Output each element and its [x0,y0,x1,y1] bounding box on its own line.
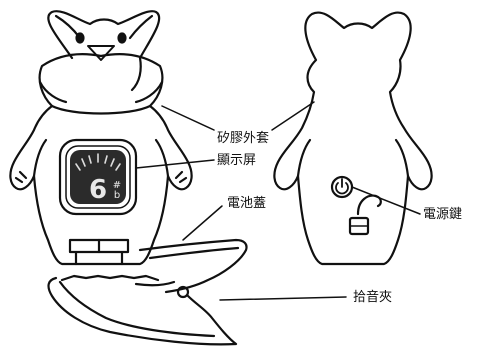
leader-lines [135,101,421,301]
display-sharp: # [113,180,121,191]
leader-silicone-right [271,101,315,131]
label-battery-cover: 電池蓋 [227,196,267,211]
clip-inner-jaw [58,280,216,338]
front-tuner [9,10,193,266]
back-tuner [273,11,433,266]
front-jowl-right [134,80,164,104]
front-paw-left [14,170,28,184]
display-note: 6 [89,175,107,205]
front-muzzle [38,53,164,115]
front-ear-right [128,14,154,40]
clip-lower-jaw [47,276,238,346]
power-icon [335,182,349,195]
clip-assembly [47,238,248,346]
leader-battery [182,205,223,241]
clip-pad-serration [60,274,160,282]
label-power-button: 電源鍵 [423,207,463,222]
label-silicone-case: 矽膠外套 [217,131,270,146]
lanyard-hook [356,194,382,216]
back-arm-right [394,138,410,178]
label-display: 顯示屏 [217,153,257,168]
leader-clip [219,296,347,301]
label-clip: 拾音夾 [353,290,393,305]
front-eye-right [117,32,127,44]
front-jowl-left [38,80,68,104]
front-arm-left [32,138,48,178]
clip-upper-arm [138,238,248,294]
display-bezel [58,138,138,216]
leader-power [351,186,421,215]
leader-silicone-left [161,105,215,131]
front-paw-right [174,170,188,184]
back-outline [273,11,433,266]
clip-hinge [176,285,190,299]
leader-display [135,159,215,169]
front-arm-right [154,138,170,178]
display-frame [65,145,131,209]
front-head [47,10,161,92]
back-arm-left [296,138,312,178]
front-eye-left [75,32,85,44]
front-feet [68,238,130,266]
display-flat: b [114,190,120,201]
clip-spring [134,280,176,287]
clip-upper-arm-edge [148,246,240,260]
front-nose [87,45,115,61]
display-meter-ticks [75,153,121,171]
